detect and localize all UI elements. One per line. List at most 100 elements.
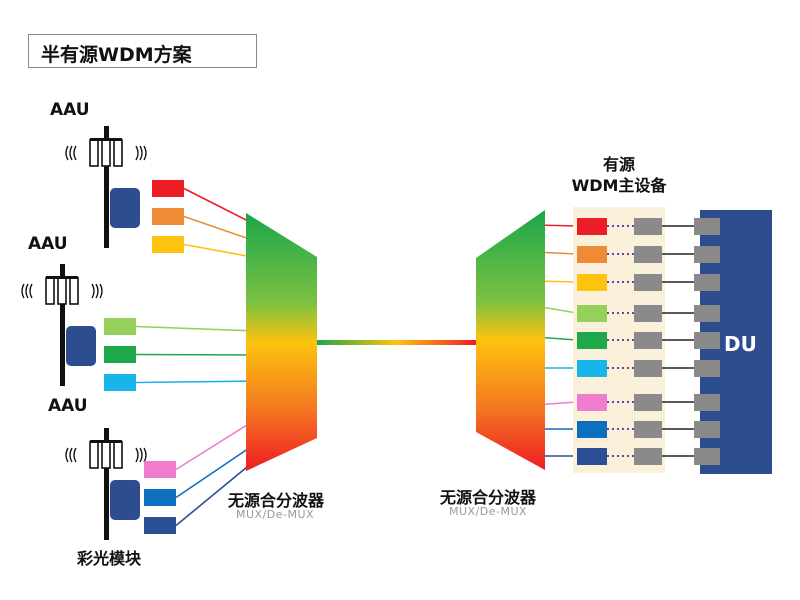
color-module-7: [144, 461, 176, 478]
antenna-bar-3: [90, 440, 122, 443]
wdm-gray-port-2: [634, 246, 662, 263]
antenna-bar-2: [46, 276, 78, 279]
du-port-3: [694, 274, 720, 291]
antenna-3-3: [113, 441, 123, 469]
wdm-color-port-9: [577, 448, 607, 465]
antenna-2-3: [69, 277, 79, 305]
signal-wave-right-2-1: [91, 283, 95, 299]
left-fiber-1: [183, 187, 259, 227]
wdm-color-port-5: [577, 332, 607, 349]
left-fiber-4: [135, 325, 259, 332]
antenna-2-1: [45, 277, 55, 305]
wdm-gray-port-5: [634, 332, 662, 349]
title-box: 半有源WDM方案: [28, 34, 257, 68]
wdm-gray-port-7: [634, 394, 662, 411]
du-port-1: [694, 218, 720, 235]
du-port-8: [694, 421, 720, 438]
left-fiber-3: [183, 243, 259, 259]
signal-wave-right-1-2: [139, 145, 143, 161]
wdm-color-port-1: [577, 218, 607, 235]
signal-wave-left-3-3: [65, 447, 69, 463]
left-fiber-7: [175, 417, 259, 471]
color-module-8: [144, 489, 176, 506]
wdm-gray-port-6: [634, 360, 662, 377]
color-module-9: [144, 517, 176, 534]
left-fiber-lines: [135, 187, 259, 527]
color-module-2: [152, 208, 184, 225]
left-fiber-6: [135, 380, 259, 384]
wdm-color-port-7: [577, 394, 607, 411]
wdm-gray-port-3: [634, 274, 662, 291]
radio-unit-3: [110, 480, 140, 520]
signal-wave-right-2-2: [95, 283, 99, 299]
wdm-gray-port-4: [634, 305, 662, 322]
color-module-5: [104, 346, 136, 363]
wdm-color-port-3: [577, 274, 607, 291]
wdm-color-port-4: [577, 305, 607, 322]
aau-towers: [21, 126, 147, 540]
wdm-color-port-2: [577, 246, 607, 263]
wdm-device-label: 有源 WDM主设备: [570, 154, 668, 196]
color-module-6: [104, 374, 136, 391]
signal-wave-left-1-3: [65, 145, 69, 161]
radio-unit-2: [66, 326, 96, 366]
left-fiber-2: [183, 215, 259, 243]
du-port-4: [694, 305, 720, 322]
aau-label-1: AAU: [50, 100, 90, 120]
signal-wave-right-2-3: [99, 283, 103, 299]
left-fiber-9: [175, 457, 259, 527]
wdm-gray-port-8: [634, 421, 662, 438]
wdm-device-line1: 有源: [602, 155, 635, 174]
page-title: 半有源WDM方案: [41, 44, 192, 66]
wdm-gray-port-9: [634, 448, 662, 465]
tower-mast-1: [104, 126, 109, 248]
wdm-device-line2: WDM主设备: [571, 176, 667, 195]
antenna-1-3: [113, 139, 123, 167]
signal-wave-right-3-2: [139, 447, 143, 463]
signal-wave-left-3-2: [69, 447, 73, 463]
du-port-7: [694, 394, 720, 411]
tower-mast-2: [60, 264, 65, 386]
signal-wave-right-1-1: [135, 145, 139, 161]
left-fiber-5: [135, 353, 259, 356]
signal-wave-left-3-1: [73, 447, 77, 463]
signal-wave-right-3-1: [135, 447, 139, 463]
antenna-3-1: [89, 441, 99, 469]
signal-wave-left-1-2: [69, 145, 73, 161]
color-module-3: [152, 236, 184, 253]
left-mux-shape: [246, 213, 317, 471]
signal-wave-left-2-1: [29, 283, 33, 299]
trunk-fiber: [316, 340, 476, 345]
wdm-color-port-8: [577, 421, 607, 438]
radio-unit-1: [110, 188, 140, 228]
right-mux-label: 无源合分波器: [440, 488, 537, 507]
tower-mast-3: [104, 428, 109, 540]
aau-tower-3: [65, 428, 147, 540]
signal-wave-right-1-3: [143, 145, 147, 161]
du-label: DU: [724, 332, 757, 356]
left-mux-label: 无源合分波器: [228, 491, 325, 510]
color-module-4: [104, 318, 136, 335]
signal-wave-right-3-3: [143, 447, 147, 463]
signal-wave-left-2-3: [21, 283, 25, 299]
du-port-6: [694, 360, 720, 377]
aau-label-2: AAU: [28, 234, 68, 254]
aau-tower-1: [65, 126, 147, 248]
module-label: 彩光模块: [77, 549, 142, 568]
signal-wave-left-1-1: [73, 145, 77, 161]
du-links: [662, 218, 720, 465]
wdm-color-port-6: [577, 360, 607, 377]
right-mux-shape: [476, 210, 545, 470]
du-port-2: [694, 246, 720, 263]
signal-wave-left-2-2: [25, 283, 29, 299]
du-port-5: [694, 332, 720, 349]
left-mux-sublabel: MUX/De-MUX: [236, 508, 315, 521]
antenna-3-2: [101, 441, 111, 469]
wdm-ports: [577, 218, 662, 465]
left-fiber-8: [175, 441, 259, 499]
antenna-1-2: [101, 139, 111, 167]
antenna-bar-1: [90, 138, 122, 141]
wdm-gray-port-1: [634, 218, 662, 235]
right-mux-sublabel: MUX/De-MUX: [449, 505, 528, 518]
